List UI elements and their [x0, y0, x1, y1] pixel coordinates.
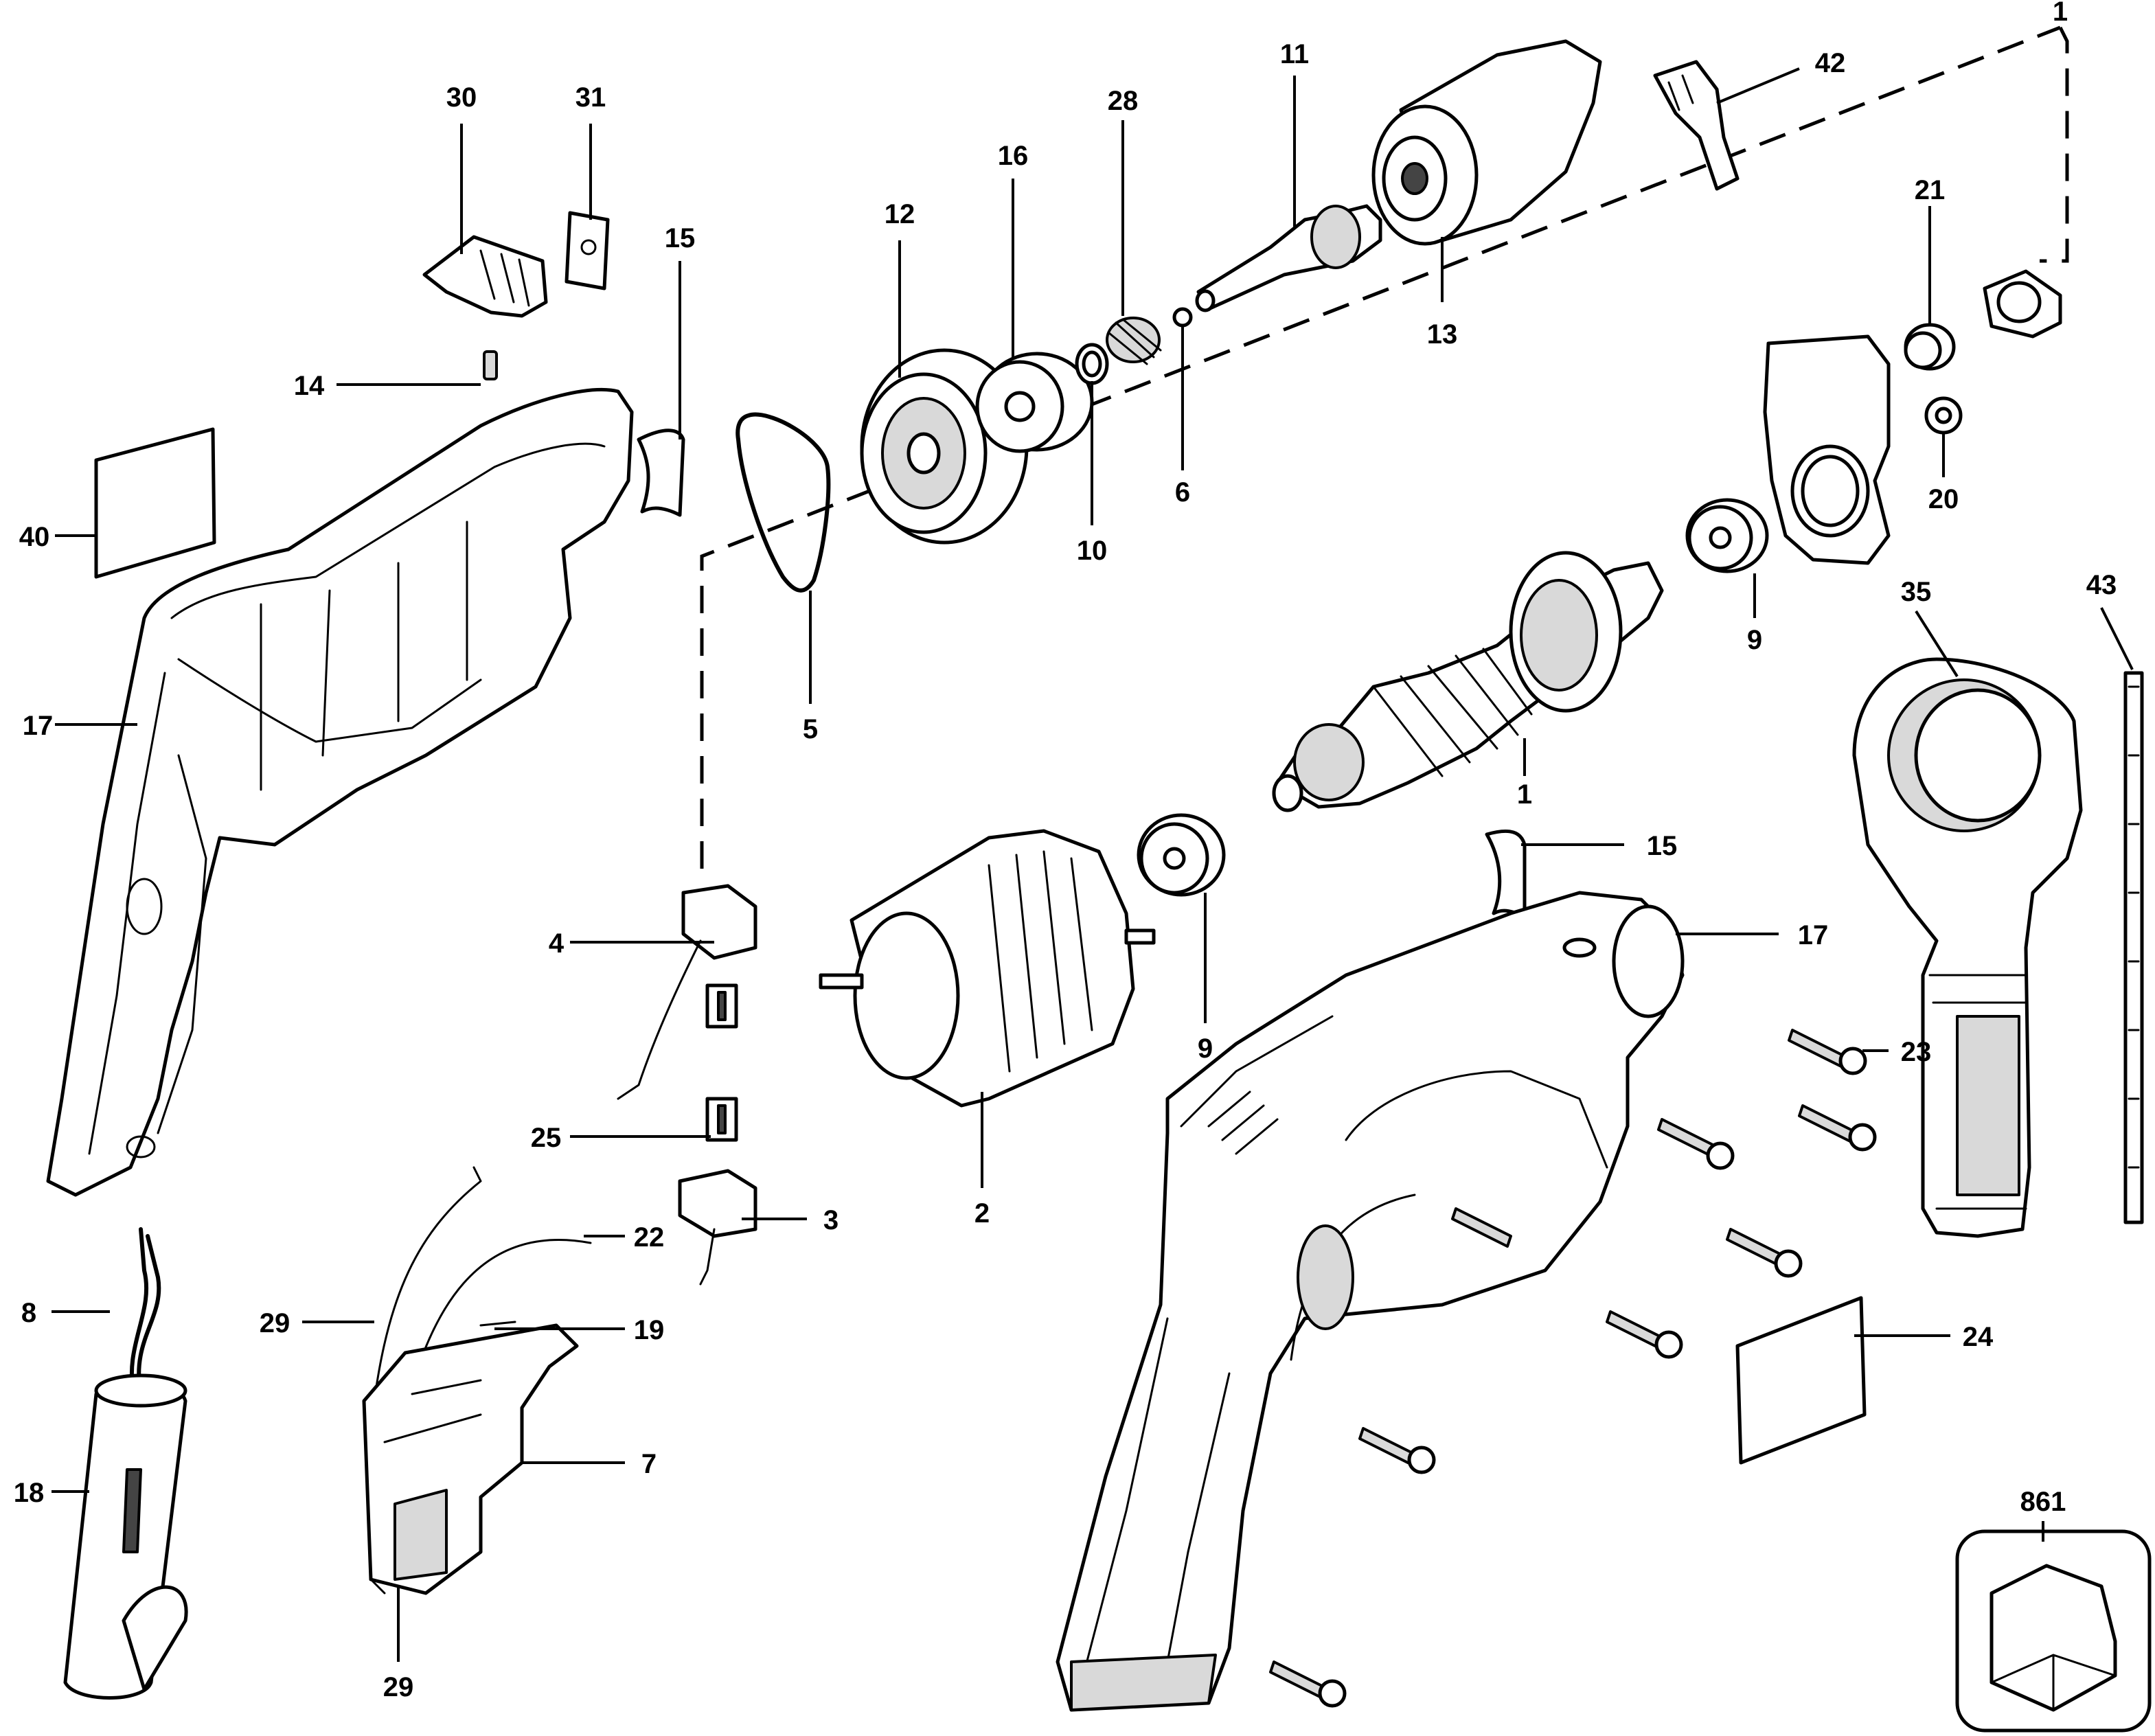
carbon-brush-part-25-a: [705, 983, 738, 1029]
clip-part-15-lower: [1485, 829, 1527, 919]
callout-24: 24: [1963, 1322, 1994, 1352]
bearing-part-9-upper: [1685, 498, 1769, 573]
screws-part-23: [1269, 1029, 1877, 1708]
callout-12: 12: [885, 199, 915, 229]
callout-40: 40: [19, 522, 50, 552]
callout-42: 42: [1815, 48, 1846, 78]
callout-labels: 30 31 15 14 40 17 12 16 28 11 13 42 1 10…: [14, 0, 2117, 1702]
depth-rod-part: [2123, 671, 2144, 1224]
callout-20: 20: [1928, 484, 1959, 514]
callout-14: 14: [294, 371, 325, 401]
callout-2: 2: [974, 1198, 990, 1229]
callout-35: 35: [1901, 577, 1932, 607]
spindle-part: [1195, 204, 1382, 312]
callout-28: 28: [1108, 86, 1139, 116]
spring-part: [1106, 317, 1162, 365]
callout-18: 18: [14, 1478, 45, 1508]
wire-part-19: [479, 1321, 516, 1327]
brush-holder-part-3: [678, 1169, 757, 1286]
mode-slider-part: [422, 235, 548, 318]
label-part-40: [94, 427, 216, 579]
callout-8: 8: [21, 1298, 36, 1328]
carrying-case-part: [1955, 1529, 2152, 1733]
callout-30: 30: [446, 82, 477, 113]
cord-part: [129, 1227, 161, 1396]
plate-part: [565, 211, 610, 290]
callout-43: 43: [2086, 570, 2117, 600]
assembly-guide-lines: [700, 25, 2069, 869]
bearing-part-9-lower: [1137, 813, 1226, 897]
bearing-part-20: [1924, 396, 1963, 435]
callout-17: 17: [23, 711, 54, 741]
housing-half-left: [46, 388, 634, 1197]
callout-1-top: 1: [2053, 0, 2068, 27]
carbon-brush-part-25-b: [705, 1097, 738, 1142]
retainer-ring-part: [1983, 269, 2062, 339]
gasket-part: [736, 412, 831, 593]
callout-9-upper: 9: [1747, 625, 1762, 655]
leader-lines: [52, 67, 2134, 1662]
callout-6: 6: [1175, 477, 1190, 507]
callout-22: 22: [634, 1222, 665, 1253]
callout-16: 16: [998, 141, 1029, 171]
callout-29-lower: 29: [383, 1672, 414, 1702]
chuck-key-part: [1653, 60, 1740, 191]
field-stator-part: [819, 829, 1156, 1108]
callout-7: 7: [641, 1449, 657, 1479]
callout-4: 4: [549, 928, 565, 959]
callout-31: 31: [575, 82, 606, 113]
switch-part: [362, 1323, 579, 1595]
callout-11: 11: [1280, 39, 1309, 69]
callout-23: 23: [1901, 1037, 1932, 1067]
callout-5: 5: [803, 714, 818, 744]
callout-13: 13: [1427, 319, 1458, 350]
label-part-24: [1735, 1296, 1867, 1465]
washer-part: [1075, 343, 1109, 385]
bearing-part-16: [975, 352, 1094, 453]
side-handle-part: [1852, 657, 2083, 1238]
drill-assembled: [1056, 891, 1685, 1712]
cord-protector-part: [63, 1373, 188, 1700]
ball-part: [1172, 307, 1193, 328]
callout-861: 861: [2020, 1487, 2066, 1517]
callout-1: 1: [1517, 779, 1532, 810]
callout-19: 19: [634, 1315, 665, 1345]
callout-10: 10: [1077, 536, 1108, 566]
brush-holder-part-4: [617, 884, 757, 1100]
callout-21: 21: [1915, 175, 1946, 205]
callout-3: 3: [823, 1205, 839, 1235]
armature-part: [1272, 551, 1664, 812]
chuck-part: [1371, 39, 1602, 246]
callout-15-lower: 15: [1647, 831, 1678, 861]
callout-17-right: 17: [1798, 920, 1829, 950]
callout-25: 25: [531, 1123, 562, 1153]
callout-29: 29: [260, 1308, 290, 1338]
callout-9-lower: 9: [1198, 1033, 1213, 1064]
screw-part-14: [483, 350, 498, 380]
callout-15: 15: [665, 223, 696, 253]
clip-part-15-upper: [637, 429, 685, 517]
bearing-part-21: [1904, 323, 1956, 371]
gearcase-plate-part: [1763, 334, 1891, 565]
